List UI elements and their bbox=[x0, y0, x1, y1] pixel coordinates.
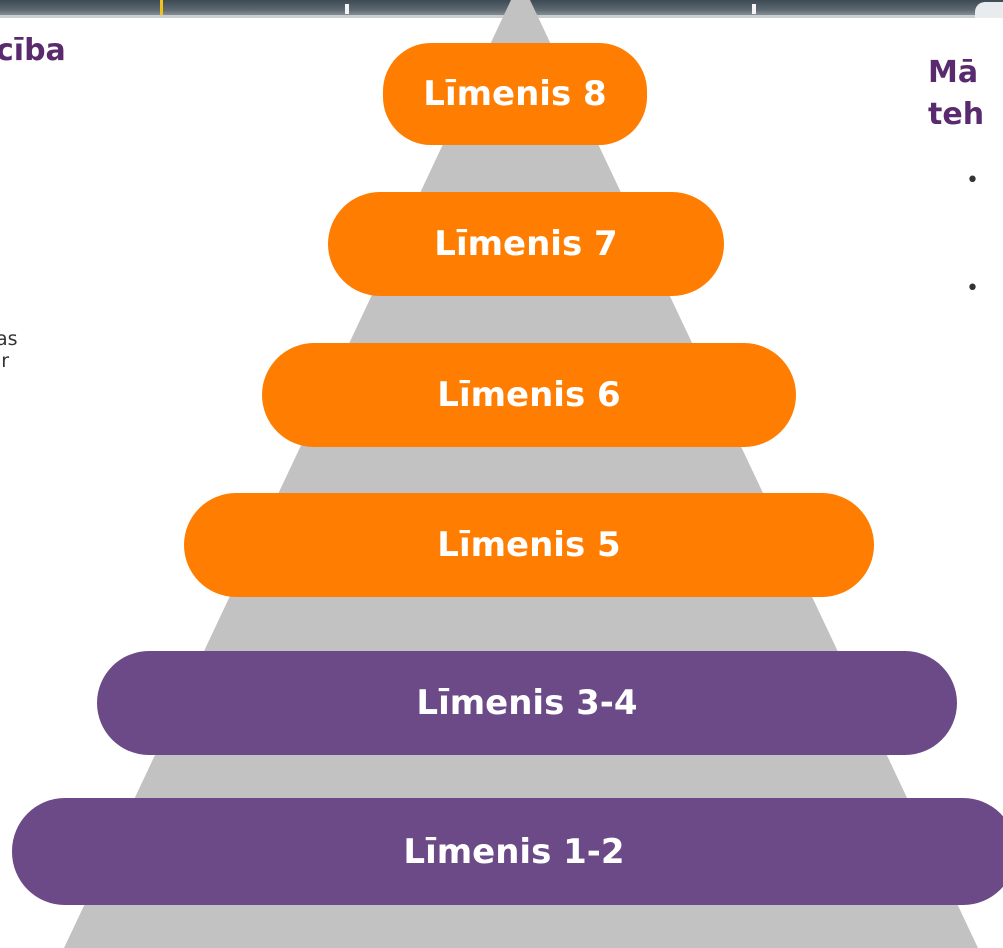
left-text-line: ir bbox=[0, 350, 10, 372]
right-heading: Mā teh bbox=[928, 52, 984, 136]
left-body-text: as ir bbox=[0, 328, 18, 372]
level-3-4-pill: Līmenis 3-4 bbox=[97, 651, 957, 755]
right-heading-line: Mā bbox=[928, 55, 979, 90]
level-label: Līmenis 3-4 bbox=[416, 683, 638, 723]
level-label: Līmenis 1-2 bbox=[403, 831, 625, 872]
level-label: Līmenis 8 bbox=[423, 74, 607, 114]
lane-mark bbox=[752, 4, 756, 14]
lane-mark bbox=[345, 4, 349, 14]
road-line bbox=[160, 0, 163, 18]
level-label: Līmenis 6 bbox=[437, 375, 621, 415]
guard-rail bbox=[0, 15, 1003, 18]
level-8-pill: Līmenis 8 bbox=[383, 43, 647, 145]
car bbox=[975, 2, 1003, 18]
left-text-line: as bbox=[0, 328, 18, 350]
level-label: Līmenis 7 bbox=[434, 224, 618, 264]
right-heading-line: teh bbox=[928, 97, 985, 132]
bullet: • bbox=[966, 276, 979, 301]
level-label: Līmenis 5 bbox=[437, 525, 621, 565]
bullet: • bbox=[966, 168, 979, 193]
left-heading: cība bbox=[0, 33, 66, 68]
level-1-2-pill: Līmenis 1-2 bbox=[12, 798, 1003, 905]
level-6-pill: Līmenis 6 bbox=[262, 343, 796, 447]
level-7-pill: Līmenis 7 bbox=[328, 192, 724, 296]
level-5-pill: Līmenis 5 bbox=[184, 493, 874, 597]
